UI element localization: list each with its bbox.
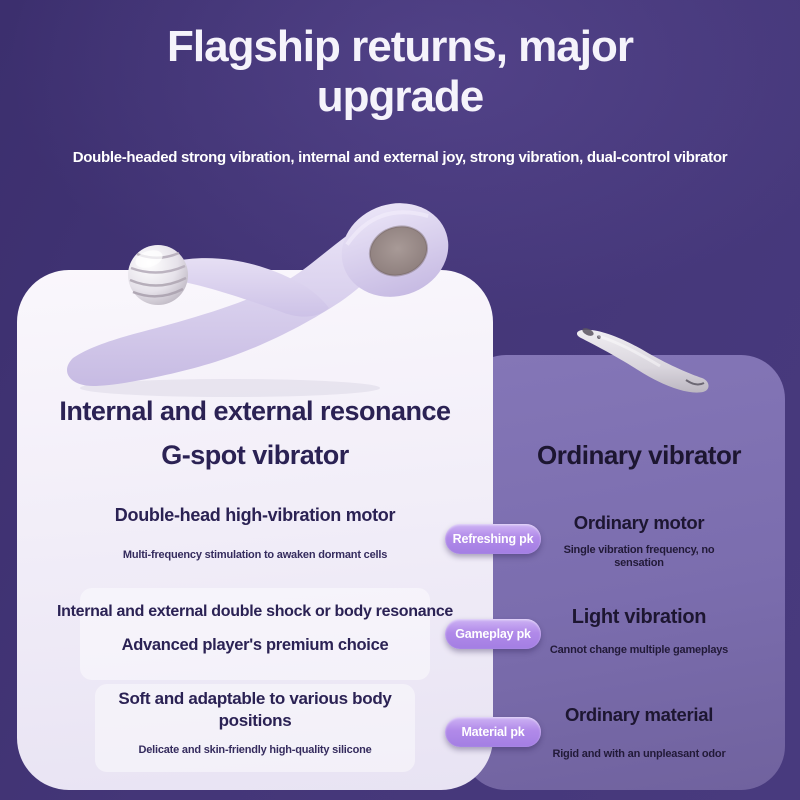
- refreshing-pk-badge: Refreshing pk: [445, 524, 541, 554]
- ordinary-product-image: [576, 328, 709, 393]
- right-card-title: Ordinary vibrator: [537, 440, 741, 470]
- page-title: Flagship returns, major upgrade: [0, 22, 800, 122]
- left-card-title-line2: G-spot vibrator: [161, 440, 349, 470]
- left-row2-title: Internal and external double shock or bo…: [56, 603, 454, 620]
- row-highlight-band: [80, 588, 430, 680]
- right-row3-title: Ordinary material: [564, 704, 714, 725]
- left-row3-subtitle: Delicate and skin-friendly high-quality …: [138, 744, 372, 756]
- right-row1-title: Ordinary motor: [573, 512, 705, 533]
- page-title-text: Flagship returns, major upgrade: [167, 22, 634, 122]
- left-row1-title: Double-head high-vibration motor: [114, 505, 396, 525]
- page-subtitle: Double-headed strong vibration, internal…: [72, 149, 728, 166]
- material-pk-badge: Material pk: [445, 717, 541, 747]
- row-highlight-band: [95, 684, 415, 772]
- main-product-image: [66, 203, 449, 397]
- right-row1-subtitle: Single vibration frequency, no sensation: [563, 544, 715, 569]
- gameplay-pk-badge: Gameplay pk: [445, 619, 541, 649]
- left-row3-title: Soft and adaptable to various body posit…: [118, 689, 392, 730]
- right-row2-title: Light vibration: [571, 606, 707, 628]
- right-row3-subtitle: Rigid and with an unpleasant odor: [552, 748, 726, 760]
- left-row1-subtitle: Multi-frequency stimulation to awaken do…: [122, 549, 388, 561]
- left-row2-subtitle: Advanced player's premium choice: [121, 636, 389, 654]
- right-row2-subtitle: Cannot change multiple gameplays: [549, 644, 729, 656]
- left-card-title-line1: Internal and external resonance: [59, 396, 451, 426]
